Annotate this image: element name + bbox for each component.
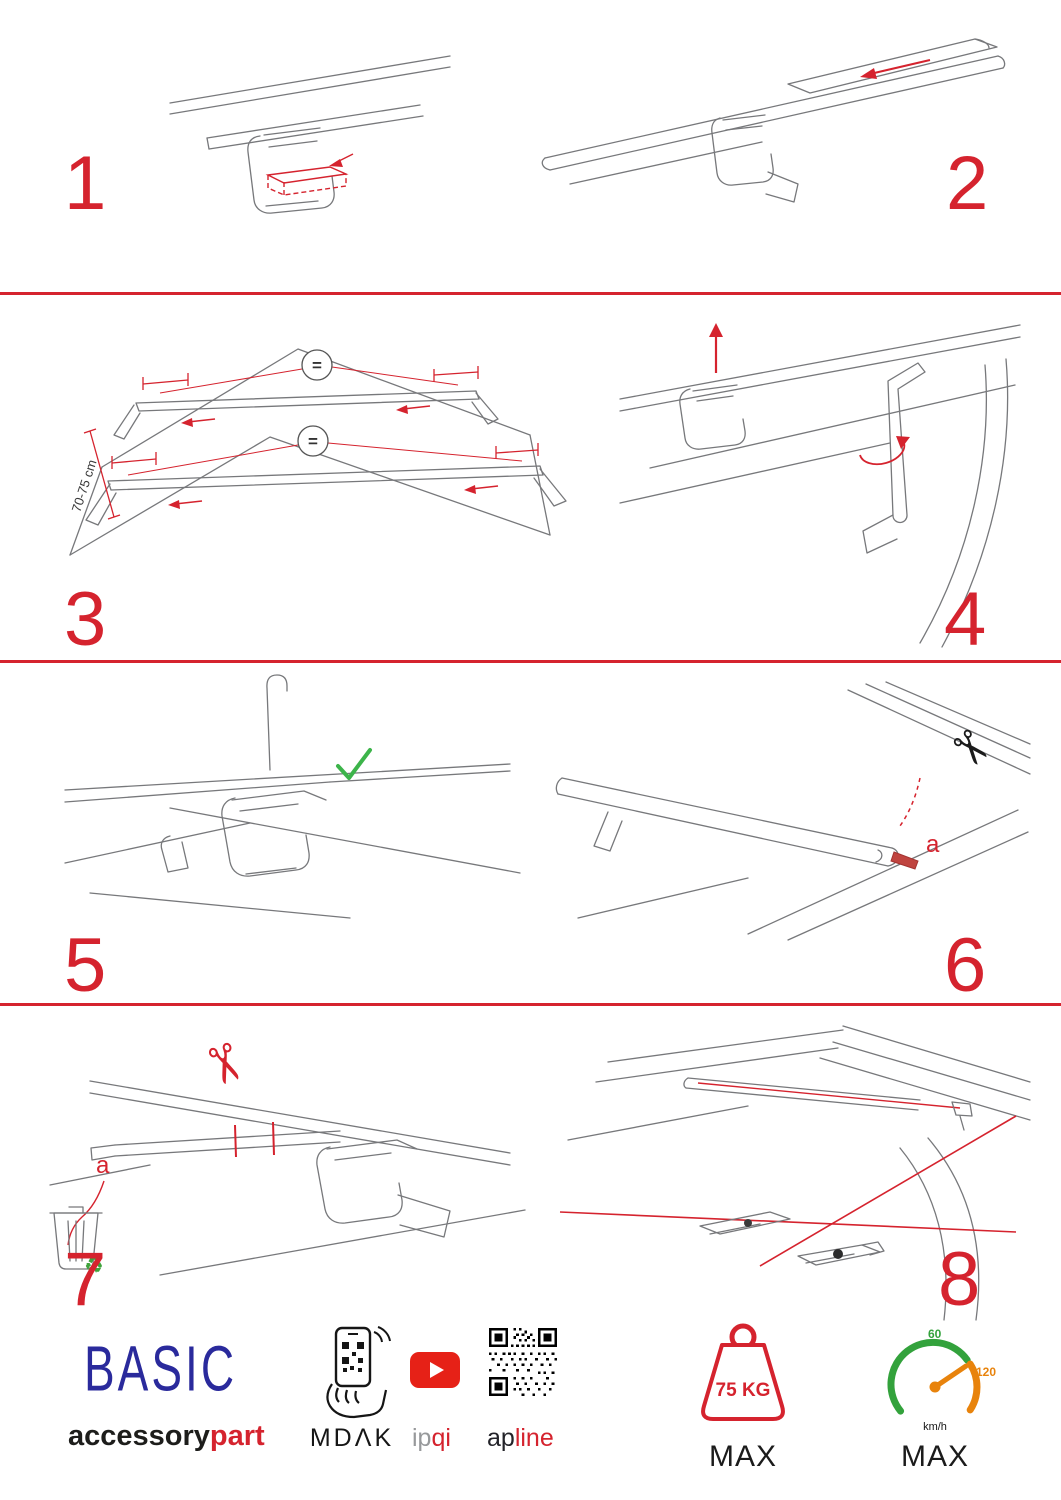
weight-limit-label: 75 KG: [716, 1380, 771, 1401]
brand-wordmark-red: part: [209, 1420, 265, 1452]
slide-arrow: [860, 59, 931, 79]
signal-arc: [373, 1331, 383, 1343]
weight-icon: 75 KG: [701, 1323, 785, 1421]
turn-arrow: [859, 436, 910, 466]
clamp-drawing: [679, 384, 746, 450]
allen-key: [862, 362, 926, 554]
step-4-number: 4: [944, 577, 987, 662]
step-8-number: 8: [938, 1237, 981, 1322]
partner-apline-black: ap: [487, 1424, 515, 1452]
qr-code: [489, 1328, 557, 1396]
partner-apline-red: line: [514, 1424, 554, 1452]
cross-bars: [85, 390, 567, 526]
step-4-illustration: [619, 323, 1021, 648]
section-divider: [0, 1003, 1061, 1006]
fitting-parts: [699, 1211, 885, 1266]
dimension-marks: [83, 366, 539, 520]
clamp-drawing: [711, 114, 799, 203]
cross-bar: [683, 1077, 921, 1111]
cut-marks: [234, 1121, 275, 1158]
equal-callout-lines: [127, 366, 523, 476]
step-7-number: 7: [64, 1237, 107, 1322]
gauge-needle: [932, 1363, 969, 1390]
speed-max-value-label: 120: [976, 1365, 996, 1379]
direction-arrows: [168, 405, 499, 509]
equal-sign: =: [312, 356, 322, 375]
phone-qr-screen: [342, 1342, 364, 1372]
brand-wordmark: accessorypart: [68, 1420, 265, 1453]
cut-label: a: [96, 1152, 110, 1179]
partner-ipqi-gray: ip: [412, 1424, 432, 1452]
qr-modules: [489, 1328, 557, 1396]
discard-line: [67, 1180, 105, 1246]
hand: [326, 1383, 388, 1419]
step-6-number: 6: [944, 923, 987, 1008]
cut-label: a: [926, 831, 940, 858]
rail-highlight: [697, 1082, 961, 1109]
speed-unit-label: km/h: [923, 1421, 947, 1433]
roof-frame-lines: [64, 763, 521, 919]
speedometer-icon: 60 120 km/h: [887, 1327, 996, 1433]
scissors-icon: ✂: [938, 716, 1004, 780]
equal-sign: =: [308, 432, 318, 451]
sliding-cover: [787, 38, 998, 94]
clamp-drawing: [160, 790, 327, 877]
partner-apline: apline: [487, 1424, 554, 1453]
recycle-icon: ♻: [84, 1254, 104, 1279]
cross-bar: [541, 55, 1006, 185]
brand-title: BASIC: [84, 1331, 238, 1405]
step-5-number: 5: [64, 923, 107, 1008]
weight-max-label: MAX: [708, 1440, 777, 1473]
trim-strip: [90, 1130, 341, 1161]
roof-highlight-lines: [559, 1115, 1017, 1267]
roof-frame-lines: [577, 681, 1031, 941]
phone-qr-icon: [326, 1326, 391, 1419]
scissors-icon: ✂: [188, 1034, 259, 1095]
step-2-number: 2: [946, 141, 989, 226]
step-5-illustration: [64, 674, 521, 919]
speed-max-label: MAX: [900, 1440, 969, 1473]
roof-frame-lines: [619, 324, 1021, 648]
section-divider: [0, 292, 1061, 295]
section-divider: [0, 660, 1061, 663]
locking-rod: [266, 674, 288, 771]
rubber-strip-end: [890, 851, 919, 870]
clamp-drawing: [316, 1139, 451, 1238]
play-icon: [430, 1362, 444, 1378]
speed-min-label: 60: [928, 1327, 942, 1341]
step-2-illustration: [541, 38, 1006, 203]
equal-badge-bottom: =: [297, 425, 329, 457]
roof-outline: [69, 348, 551, 556]
youtube-icon: [410, 1352, 460, 1388]
step-3-illustration: = = 70: [69, 348, 567, 556]
roof-frame-lines: [49, 1080, 526, 1276]
brand-wordmark-black: accessory: [68, 1420, 210, 1452]
equal-badge-top: =: [301, 349, 333, 381]
partner-ipqi-red: qi: [431, 1424, 451, 1452]
signal-arc: [377, 1326, 391, 1342]
trash-bin-icon: [49, 1206, 103, 1270]
insert-arrow: [709, 323, 723, 373]
partner-ipqi: ipqi: [412, 1424, 451, 1453]
step-6-illustration: ✂ a: [555, 681, 1031, 941]
clamp-drawing: [247, 127, 335, 214]
insert-pad-highlight: [265, 153, 354, 196]
step-7-illustration: ✂ a ♻: [49, 1034, 526, 1279]
step-3-number: 3: [64, 577, 107, 662]
check-icon: [336, 748, 372, 780]
step-8-illustration: [559, 1025, 1031, 1321]
gauge-hub: [929, 1381, 941, 1393]
step-1-number: 1: [64, 141, 107, 226]
cross-bar: [555, 777, 899, 867]
partner-mdak: MDΛK: [309, 1424, 395, 1452]
end-clamp: [951, 1101, 973, 1131]
roof-frame-lines: [169, 55, 451, 150]
cut-line: [899, 777, 921, 827]
step-1-illustration: [169, 55, 451, 214]
gauge-orange-arc: [966, 1360, 981, 1414]
roof-frame-lines: [567, 1025, 1031, 1321]
gauge-green-arc: [887, 1338, 971, 1415]
